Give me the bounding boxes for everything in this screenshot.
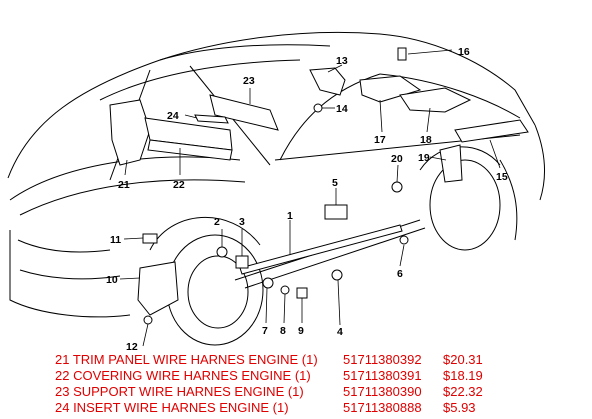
part-number: 51711380390 (343, 384, 422, 399)
part-price: $18.19 (443, 368, 483, 383)
callout-17: 17 (374, 134, 386, 146)
part-number: 51711380888 (343, 400, 422, 415)
part-price: $22.32 (443, 384, 483, 399)
callout-6: 6 (397, 268, 403, 280)
part-4-screw (331, 269, 343, 281)
part-description: 22 COVERING WIRE HARNES ENGINE (1) (55, 368, 311, 383)
callout-7: 7 (262, 325, 268, 337)
part-price: $5.93 (443, 400, 476, 415)
callout-5: 5 (332, 177, 338, 189)
callout-19: 19 (418, 152, 430, 164)
part-5-clip (324, 204, 348, 220)
car-outline (7, 31, 545, 346)
part-24-insert (194, 114, 229, 124)
part-8-washer (280, 285, 290, 295)
parts-diagram: 1 2 3 4 5 6 7 8 9 10 11 12 13 14 15 16 1… (7, 31, 545, 350)
callout-21: 21 (118, 179, 130, 191)
parts-list-row: 24 INSERT WIRE HARNES ENGINE (1) 5171138… (55, 400, 585, 416)
part-20-grommet (391, 181, 403, 193)
callout-10: 10 (106, 274, 118, 286)
parts-list-row: 22 COVERING WIRE HARNES ENGINE (1) 51711… (55, 368, 585, 384)
part-19-trim (439, 144, 463, 183)
part-18-liner (399, 87, 472, 113)
leader-lines (119, 49, 501, 347)
callout-4: 4 (337, 326, 343, 338)
parts-list-row: 23 SUPPORT WIRE HARNES ENGINE (1) 517113… (55, 384, 585, 400)
callout-16: 16 (458, 46, 470, 58)
part-13-bracket (309, 67, 346, 96)
callout-2: 2 (214, 216, 220, 228)
part-description: 24 INSERT WIRE HARNES ENGINE (1) (55, 400, 289, 415)
callout-24: 24 (167, 110, 179, 122)
callout-20: 20 (391, 153, 403, 165)
part-7-screw (262, 277, 274, 289)
part-23-support (209, 94, 279, 131)
part-10-mud-flap (137, 261, 179, 316)
part-16-plug (397, 47, 407, 61)
callout-14: 14 (336, 103, 348, 115)
part-3-clip (235, 255, 249, 269)
part-shapes (109, 47, 529, 325)
part-12-screw (143, 315, 153, 325)
part-11-clip (142, 233, 158, 244)
part-1-sill-strip (239, 224, 403, 275)
part-6-screw (399, 235, 409, 245)
callout-13: 13 (336, 55, 348, 67)
part-number: 51711380392 (343, 352, 422, 367)
part-description: 21 TRIM PANEL WIRE HARNES ENGINE (1) (55, 352, 318, 367)
callout-23: 23 (243, 75, 255, 87)
callout-12: 12 (126, 341, 138, 350)
callout-22: 22 (173, 179, 185, 191)
callout-3: 3 (239, 216, 245, 228)
part-21-trim-panel (109, 99, 151, 166)
part-number: 51711380391 (343, 368, 422, 383)
callout-18: 18 (420, 134, 432, 146)
part-9-nut (296, 287, 308, 299)
parts-list: 21 TRIM PANEL WIRE HARNES ENGINE (1) 517… (55, 352, 585, 416)
part-description: 23 SUPPORT WIRE HARNES ENGINE (1) (55, 384, 304, 399)
callout-11: 11 (110, 234, 121, 246)
part-14-clip (313, 103, 323, 113)
part-2-clip (216, 246, 228, 258)
callout-9: 9 (298, 325, 304, 337)
part-17-panel (359, 75, 422, 103)
callout-8: 8 (280, 325, 286, 337)
callout-1: 1 (287, 210, 293, 222)
part-15-rear-panel (454, 119, 529, 143)
callout-labels: 1 2 3 4 5 6 7 8 9 10 11 12 13 14 15 16 1… (106, 46, 508, 350)
part-price: $20.31 (443, 352, 483, 367)
parts-list-row: 21 TRIM PANEL WIRE HARNES ENGINE (1) 517… (55, 352, 585, 368)
callout-15: 15 (496, 171, 508, 183)
